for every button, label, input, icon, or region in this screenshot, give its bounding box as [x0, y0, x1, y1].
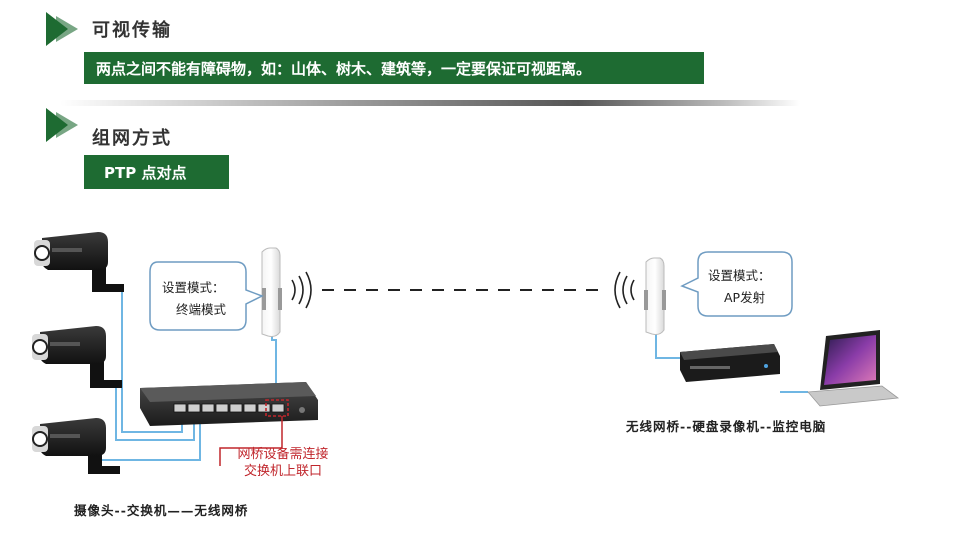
section1-title: 可视传输 — [92, 20, 172, 41]
left-bubble-line2: 终端模式 — [176, 302, 227, 317]
right-caption: 无线网桥--硬盘录像机--监控电脑 — [626, 419, 827, 434]
section1-arrow-icon — [46, 12, 78, 46]
left-cpe-device — [261, 247, 282, 337]
signal-waves-left-icon — [291, 271, 312, 309]
switch-note-line2: 交换机上联口 — [243, 464, 322, 479]
section1-banner: 两点之间不能有障碍物，如：山体、树木、建筑等，一定要保证可视距离。 — [84, 52, 704, 84]
section2-arrow-icon — [46, 108, 78, 142]
camera-icon — [32, 326, 122, 388]
switch-uplink-note: 网桥设备需连接 交换机上联口 — [218, 446, 348, 480]
right-mode-bubble: 设置模式： AP发射 — [680, 251, 793, 317]
right-bubble-line2: AP发射 — [724, 290, 765, 305]
left-bubble-line1: 设置模式： — [162, 280, 225, 295]
switch-note-line1: 网桥设备需连接 — [237, 447, 329, 462]
right-bubble-line1: 设置模式： — [708, 268, 771, 283]
uplink-note-line — [219, 416, 283, 466]
section2-tag: PTP 点对点 — [84, 155, 229, 189]
signal-waves-right-icon — [614, 271, 635, 309]
network-switch — [140, 382, 318, 426]
section2-title: 组网方式 — [92, 128, 172, 149]
section-divider — [60, 100, 800, 106]
left-mode-bubble: 设置模式： 终端模式 — [149, 261, 264, 331]
laptop-computer — [807, 330, 900, 407]
camera-icon — [34, 232, 124, 292]
camera-icon — [32, 418, 120, 474]
right-cpe-device — [644, 257, 666, 335]
left-caption: 摄像头--交换机——无线网桥 — [74, 503, 249, 518]
nvr-recorder — [680, 344, 780, 382]
